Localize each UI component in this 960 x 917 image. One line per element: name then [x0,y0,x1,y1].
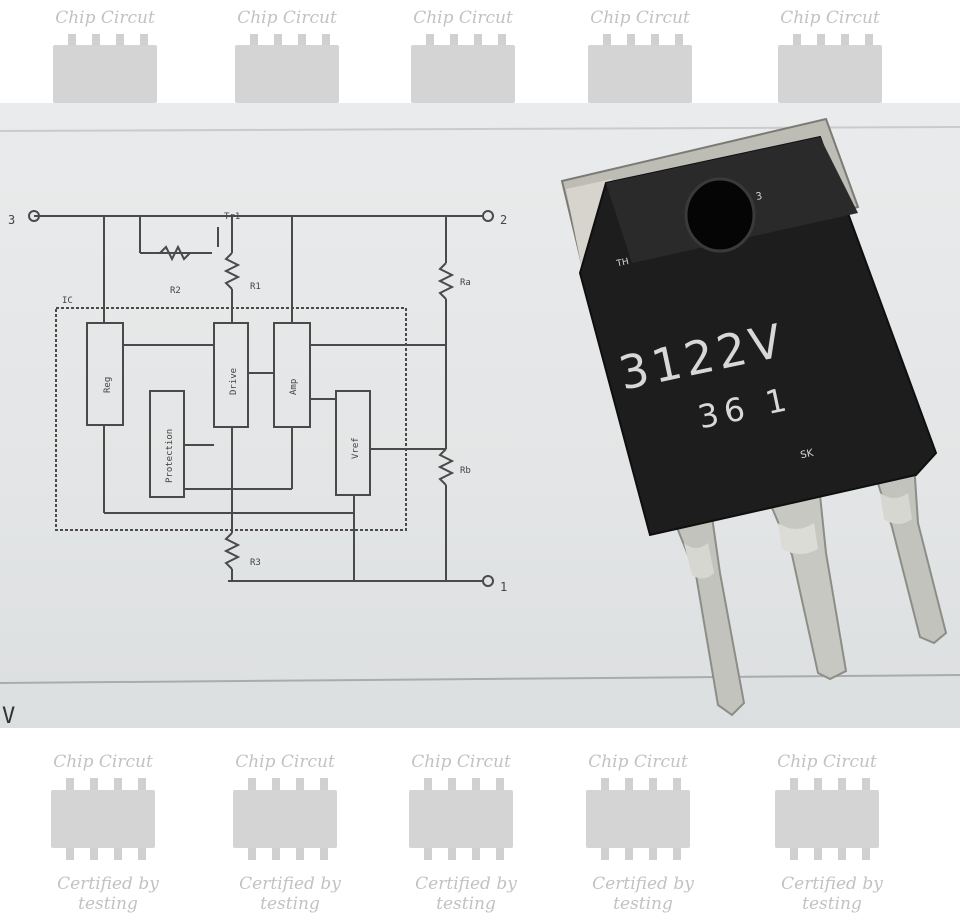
chip-icon [411,45,515,103]
watermark-cert: Certified by testing [239,874,341,914]
transistor-legs [674,461,948,717]
terminal-label-1: 1 [500,580,507,594]
label-ic: IC [62,296,73,306]
mold-mark-left: TH [615,257,630,270]
block-label-vref: Vref [351,437,361,459]
watermark-cert: Certified by testing [781,874,883,914]
label-r1: R1 [250,282,261,292]
block-label-drive: Drive [229,368,239,395]
mounting-hole [684,177,756,253]
block-label-protection: Protection [165,429,175,483]
circuit-schematic [28,210,494,587]
watermark-brand: Chip Circut [588,752,688,772]
chip-icon [778,45,882,103]
watermark-cert: Certified by testing [592,874,694,914]
label-tr1: Tr1 [224,212,240,222]
watermark-band-top: Chip Circut Chip Circut Chip Circut Chip… [0,0,960,103]
schematic-labels: 3 2 1 Tr1 R2 R1 Ra Rb R3 IC Reg Protecti… [8,212,507,594]
watermark-brand: Chip Circut [411,752,511,772]
watermark-brand: Chip Circut [590,8,690,28]
watermark-brand: Chip Circut [777,752,877,772]
watermark-brand: Chip Circut [235,752,335,772]
label-r2: R2 [170,286,181,296]
watermark-brand: Chip Circut [237,8,337,28]
block-label-amp: Amp [289,379,299,395]
chip-icon [409,790,513,848]
photo-scene: V [0,117,960,728]
edge-letter: V [2,704,15,728]
watermark-brand: Chip Circut [55,8,155,28]
chip-icon [235,45,339,103]
block-label-reg: Reg [103,377,113,393]
watermark-brand: Chip Circut [413,8,513,28]
watermark-brand: Chip Circut [53,752,153,772]
chip-icon [586,790,690,848]
transistor-component: 3122V 36 1 TH 3 SK [560,117,948,717]
block-reg [86,322,124,426]
watermark-cert: Certified by testing [415,874,517,914]
label-rb: Rb [460,466,471,476]
logo-mark: SK [800,448,815,462]
mold-mark-right: 3 [755,191,764,203]
chip-icon [53,45,157,103]
chip-icon [233,790,337,848]
watermark-brand: Chip Circut [780,8,880,28]
label-r3: R3 [250,558,261,568]
watermark-band-bottom: Chip Circut Certified by testing Chip Ci… [0,728,960,917]
chip-icon [588,45,692,103]
watermark-cert: Certified by testing [57,874,159,914]
terminal-label-3: 3 [8,213,15,227]
chip-icon [775,790,879,848]
label-ra: Ra [460,278,471,288]
block-amp [273,322,311,428]
chip-icon [51,790,155,848]
product-photo: V [0,103,960,728]
terminal-label-2: 2 [500,213,507,227]
